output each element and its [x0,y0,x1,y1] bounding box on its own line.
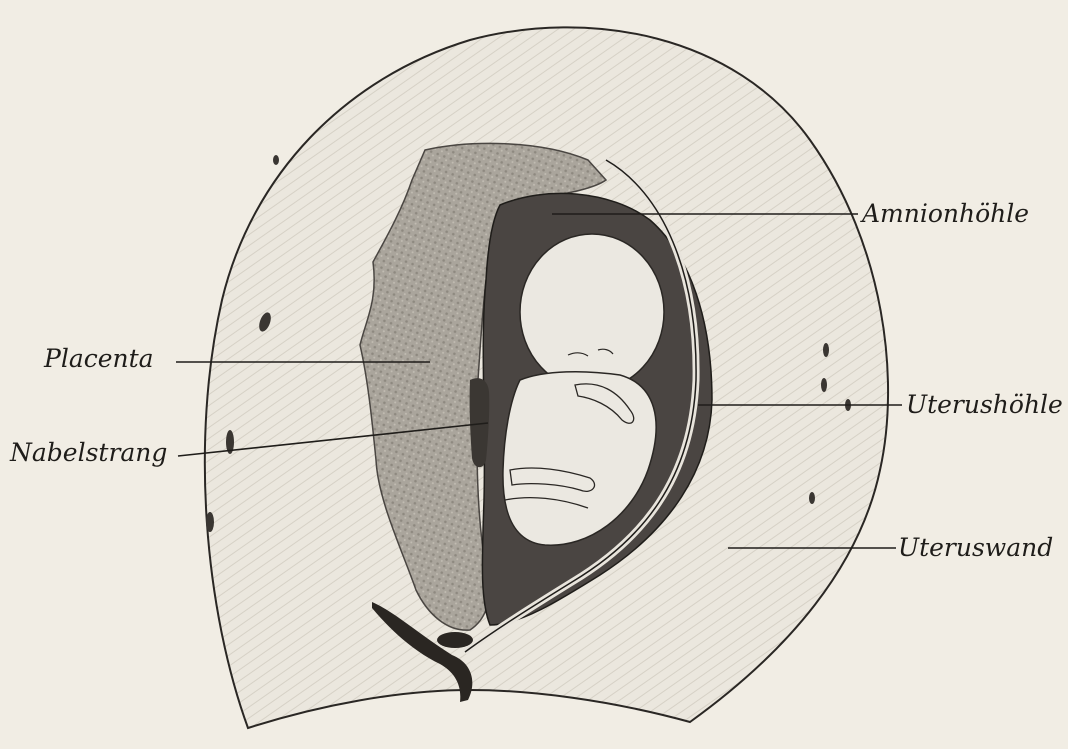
embryo-head [520,234,664,390]
label-uterushoehle: Uterushöhle [906,390,1063,419]
cervix-cavity [437,632,473,648]
label-uteruswand: Uteruswand [898,533,1053,562]
label-placenta: Placenta [43,344,154,373]
label-amnionhoehle: Amnionhöhle [860,199,1029,228]
label-nabelstrang: Nabelstrang [9,438,167,467]
